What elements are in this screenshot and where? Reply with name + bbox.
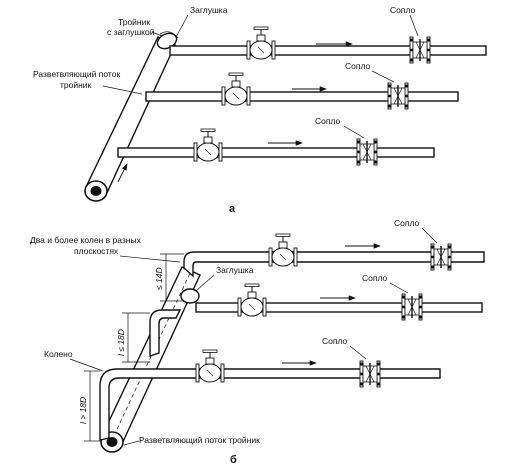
caption-b: б	[230, 454, 237, 466]
plug-cap-b	[180, 288, 200, 304]
label-nozzle-b3: Сопло	[322, 336, 348, 346]
branch-pipe-b1	[183, 251, 485, 278]
dim-le-18d: l ≤ 18D	[116, 329, 126, 356]
label-plug-a: Заглушка	[190, 5, 228, 15]
branch-pipe-b3	[99, 368, 441, 441]
dim-gt-18d: l > 18D	[78, 397, 88, 424]
nozzle-b2	[401, 293, 423, 321]
label-plug-b: Заглушка	[216, 265, 254, 275]
label-tee-with-plug-1: Тройник	[118, 17, 150, 27]
branch-pipe-b2	[195, 302, 483, 313]
figure-b: ≤ 14D l ≤ 18D l > 18D Два и более колен …	[30, 218, 485, 466]
label-branching-tee-b: Разветвляющий поток тройник	[139, 435, 260, 445]
branch-pipe-a2	[145, 91, 459, 102]
label-nozzle-b1: Сопло	[394, 218, 420, 228]
caption-a: а	[229, 203, 236, 215]
label-nozzle-a2: Сопло	[345, 61, 371, 71]
branch-pipe-a1	[169, 45, 487, 56]
valve-b1	[268, 233, 298, 267]
nozzle-b3	[359, 360, 381, 388]
valve-a3	[193, 128, 223, 162]
label-nozzle-b2: Сопло	[362, 273, 388, 283]
label-two-elbows-1: Два и более колен в разных	[30, 235, 142, 245]
label-branching-tee-1: Разветвляющий поток	[33, 69, 120, 79]
label-nozzle-a1: Сопло	[390, 5, 416, 15]
nozzle-a2	[387, 82, 409, 110]
nozzle-a1	[409, 36, 431, 64]
valve-a1	[246, 26, 276, 60]
nozzle-b1	[430, 243, 452, 271]
label-two-elbows-2: плоскостях	[74, 246, 119, 256]
label-branching-tee-2: тройник	[60, 80, 92, 90]
dim-le-14d: ≤ 14D	[154, 267, 164, 290]
valve-b3	[195, 349, 225, 383]
valve-b2	[237, 283, 267, 317]
label-elbow: Колено	[44, 349, 73, 359]
header-pipe-a	[85, 36, 176, 196]
valve-a2	[221, 72, 251, 106]
nozzle-a3	[356, 138, 378, 166]
branch-pipe-a3	[117, 147, 435, 158]
label-nozzle-a3: Сопло	[315, 116, 341, 126]
elbow-b2	[149, 309, 182, 357]
figure-a: Тройник с заглушкой Заглушка Разветвляющ…	[33, 5, 487, 215]
label-tee-with-plug-2: с заглушкой	[107, 27, 155, 37]
